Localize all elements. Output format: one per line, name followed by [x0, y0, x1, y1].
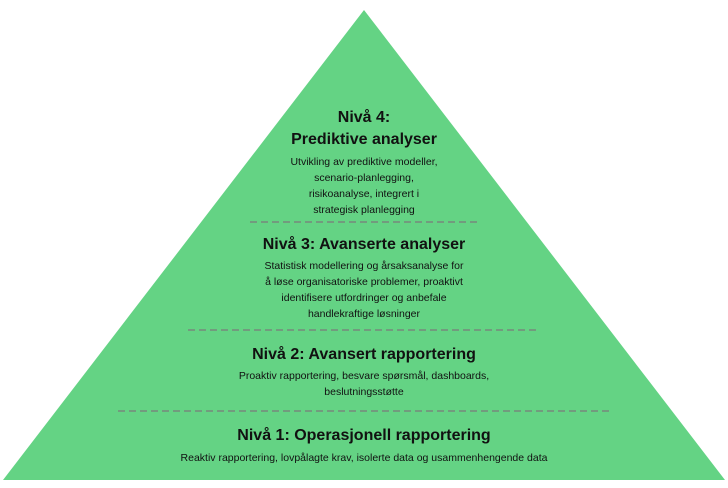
level-4: Nivå 4: Prediktive analyser Utvikling av…: [0, 107, 728, 218]
level-2-desc-line: Proaktiv rapportering, besvare spørsmål,…: [238, 370, 490, 382]
level-2-title: Nivå 2: Avansert rapportering: [252, 346, 476, 363]
pyramid-triangle: [3, 10, 725, 480]
level-2-desc-line: beslutningsstøtte: [324, 386, 404, 398]
level-4-desc-line: risikoanalyse, integrert i: [308, 188, 420, 200]
level-1-title: Nivå 1: Operasjonell rapportering: [237, 427, 491, 444]
level-3-desc-line: handlekraftige løsninger: [307, 308, 421, 320]
level-1-description: Reaktiv rapportering, lovpålagte krav, i…: [0, 450, 728, 466]
level-3-description: Statistisk modellering og årsaksanalyse …: [239, 258, 489, 322]
level-4-desc-line: scenario-planlegging,: [314, 172, 414, 184]
level-4-desc-line: strategisk planlegging: [313, 204, 415, 216]
level-4-description: Utvikling av prediktive modeller, scenar…: [269, 154, 459, 218]
level-3-desc-line: identifisere utfordringer og anbefale: [281, 292, 447, 304]
level-4-desc-line: Utvikling av prediktive modeller,: [290, 156, 438, 168]
level-2-description: Proaktiv rapportering, besvare spørsmål,…: [219, 368, 509, 400]
level-4-title-line-2: Prediktive analyser: [291, 131, 437, 148]
level-1: Nivå 1: Operasjonell rapportering Reakti…: [0, 425, 728, 466]
level-3: Nivå 3: Avanserte analyser Statistisk mo…: [0, 234, 728, 322]
level-1-desc-line: Reaktiv rapportering, lovpålagte krav, i…: [180, 452, 548, 464]
level-3-desc-line: å løse organisatoriske problemer, proakt…: [265, 276, 463, 288]
level-3-title: Nivå 3: Avanserte analyser: [262, 236, 466, 253]
level-4-title-line-1: Nivå 4:: [337, 109, 391, 126]
level-3-desc-line: Statistisk modellering og årsaksanalyse …: [264, 260, 464, 272]
level-2: Nivå 2: Avansert rapportering Proaktiv r…: [0, 344, 728, 400]
